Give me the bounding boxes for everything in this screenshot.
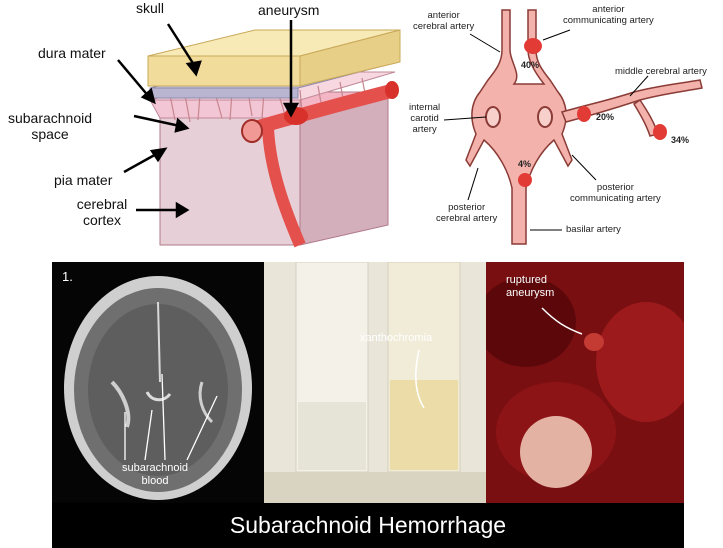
pct-mca: 34%: [671, 135, 690, 145]
artery-side-end: [385, 81, 399, 99]
aneurysm-pcom: [577, 106, 591, 122]
aneurysm-acom: [524, 38, 542, 54]
skull-front: [147, 55, 301, 87]
ica-left-opening: [485, 106, 501, 128]
pct-acom: 40%: [521, 60, 540, 70]
circle-of-willis: [465, 9, 703, 245]
mca-label: middle cerebral artery: [615, 66, 707, 77]
ct-arrow-4: [186, 395, 218, 461]
autopsy-panel: ruptured aneurysm: [486, 262, 684, 504]
artery-cut-end: [241, 119, 263, 143]
basilar-label: basilar artery: [566, 224, 621, 235]
aneurysm-label: aneurysm: [258, 2, 320, 18]
acom-label: anterior communicating artery: [563, 4, 654, 26]
ct-brain-inner: [88, 304, 228, 476]
pcom-label: posterior communicating artery: [570, 182, 661, 204]
tissue-right: [596, 302, 684, 422]
tissue-dark: [486, 277, 576, 367]
caption-title: Subarachnoid Hemorrhage: [229, 512, 507, 538]
cerebral-cortex-label: cerebral cortex: [76, 196, 128, 228]
caption-bar: Subarachnoid Hemorrhage: [52, 503, 684, 548]
ct-number-label: 1.: [62, 269, 73, 284]
pale-brainstem: [520, 416, 592, 488]
ruptured-aneurysm-label: ruptured aneurysm: [506, 274, 555, 299]
skull-arrow: [166, 23, 198, 69]
ct-scan-panel: 1. subarachnoid blood: [52, 262, 264, 504]
artery-horizontal: [253, 83, 397, 135]
csf-tube-panel: xanthochromia: [264, 262, 486, 504]
ct-falx: [157, 301, 161, 383]
subarachnoid-space-label: subarachnoid space: [7, 110, 93, 142]
ica-label: internal carotid artery: [409, 102, 441, 135]
skull-label: skull: [136, 0, 165, 16]
ica-pointer: [443, 116, 487, 121]
tube-yellow-fluid: [390, 380, 458, 470]
dura-mater-label: dura mater: [38, 45, 106, 61]
aneurysm-mca: [653, 124, 667, 140]
tube-rack: [264, 472, 486, 504]
aca-label: anterior cerebral artery: [413, 10, 475, 32]
ct-blood-center: [145, 391, 172, 402]
xanthochromia-label: xanthochromia: [360, 332, 433, 344]
pcom-pointer: [571, 154, 597, 181]
dura-front: [149, 87, 299, 99]
ct-blood-label: subarachnoid blood: [121, 462, 189, 487]
mca-pointer: [629, 75, 649, 97]
pca-pointer: [467, 167, 479, 201]
subarachnoid-arrow: [133, 114, 181, 128]
acom-pointer: [542, 29, 571, 41]
skull-side: [299, 29, 401, 87]
ruptured-aneurysm: [584, 333, 604, 351]
ct-arrow-3: [161, 373, 166, 461]
ct-blood-right: [198, 381, 214, 424]
aneurysm-basilar: [518, 173, 532, 187]
aca-pointer: [469, 33, 501, 53]
artery-vertical: [262, 127, 306, 248]
dura-arrow: [117, 59, 151, 99]
pia-mater-label: pia mater: [54, 172, 113, 188]
pct-basilar: 4%: [518, 159, 532, 169]
ct-arrow-2: [144, 409, 153, 461]
tube-clear-fluid: [298, 402, 366, 470]
autopsy-arrow: [541, 307, 583, 335]
ica-right-opening: [537, 106, 553, 128]
pca-label: posterior cerebral artery: [436, 202, 498, 224]
xantho-arrow: [414, 349, 425, 409]
ct-blood-left: [110, 380, 131, 428]
pct-pcom: 20%: [596, 112, 615, 122]
